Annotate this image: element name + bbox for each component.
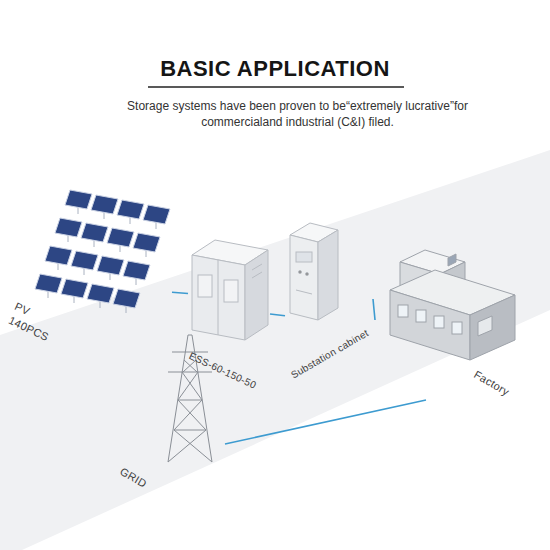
power-line [225,400,426,444]
node-label: ESS-60-150-50 [187,350,258,391]
grid-unit: GRID [120,325,225,495]
title-rule [148,86,404,88]
power-line [270,314,285,316]
ess-cabinet [192,240,268,340]
node-label: 140PCS [7,314,51,343]
node-label: PV [13,300,32,317]
substation-cabinet [290,223,338,320]
pv-array: PV140PCS [8,180,172,350]
substation-unit: Substation cabinet [285,215,373,383]
diagram-title: BASIC APPLICATION [0,56,550,82]
node-label: Factory [472,368,512,398]
caption-text: Storage systems have been proven to be“e… [105,98,490,130]
power-line [172,292,188,293]
factory-unit: Factory [375,240,545,400]
ground-band [0,150,550,550]
node-label: Substation cabinet [289,327,370,380]
factory-building [390,250,515,360]
panel-stands [48,208,156,313]
node-label: GRID [118,465,149,490]
ess-unit: ESS-60-150-50 [188,235,270,393]
power-line [373,299,375,320]
solar-panels [35,190,170,308]
